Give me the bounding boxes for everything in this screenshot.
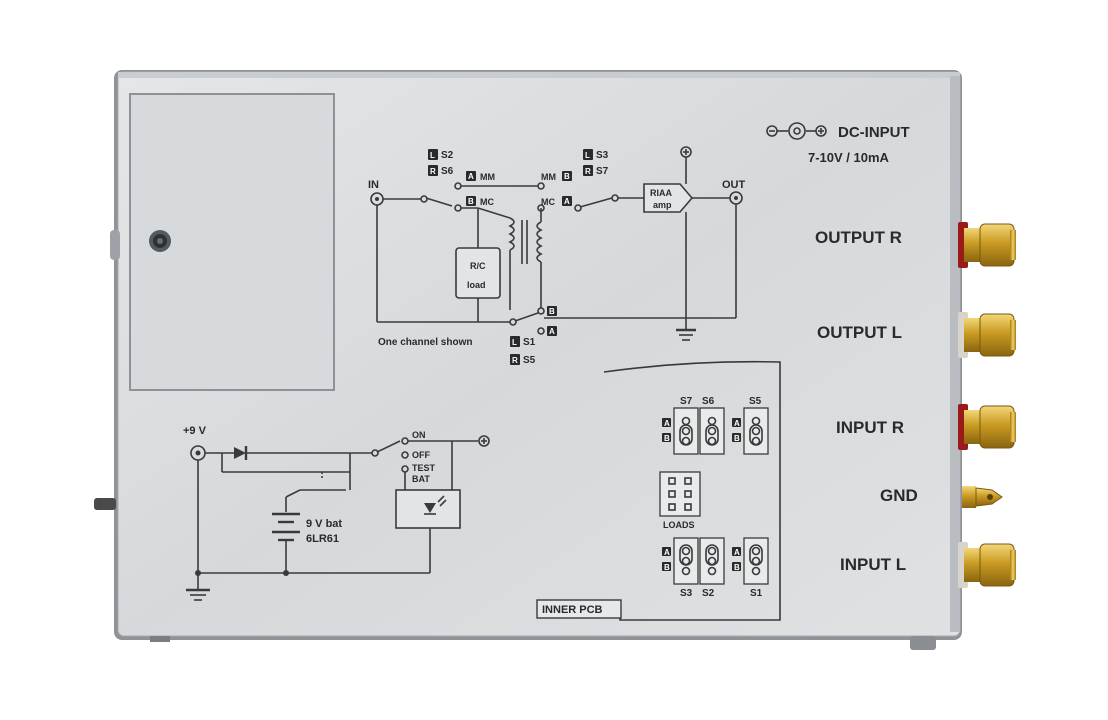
battery-label-2: 6LR61 (306, 533, 339, 545)
on-label: ON (412, 430, 426, 440)
loads-socket[interactable] (659, 471, 701, 517)
rc-load-label-2: load (467, 280, 486, 290)
pcb-s6-label: S6 (702, 396, 715, 407)
battery-label-1: 9 V bat (306, 518, 342, 530)
badge-a-mm-left: A (468, 172, 474, 181)
pcb-s1-label: S1 (750, 588, 763, 599)
badge-r-s7: R (585, 167, 591, 176)
test-label-2: BAT (412, 474, 430, 484)
rc-load-box (455, 247, 501, 299)
pcb-a-top-left: A (664, 419, 670, 428)
badge-b-mc-left: B (468, 197, 474, 206)
dc-input-spec: 7-10V / 10mA (808, 150, 890, 165)
badge-l-s2: L (430, 151, 435, 160)
pcb-a-bottom-left: A (664, 548, 670, 557)
badge-a-bottom: A (549, 327, 555, 336)
output-r-label: OUTPUT R (815, 228, 902, 247)
jumper-block-s1[interactable] (743, 537, 769, 585)
jumper-block-s5[interactable] (743, 407, 769, 455)
badge-l-s3: L (585, 151, 590, 160)
dc-input-polarity-symbol (766, 122, 827, 140)
channel-note: One channel shown (378, 337, 472, 348)
output-r-jack[interactable] (958, 222, 1016, 268)
badge-r-s5: R (512, 356, 518, 365)
loads-label: LOADS (663, 520, 695, 530)
dc-input-label: DC-INPUT (838, 124, 910, 141)
input-r-jack[interactable] (958, 404, 1016, 450)
input-r-label: INPUT R (836, 418, 904, 437)
in-label: IN (368, 179, 379, 191)
inner-pcb-outline (536, 360, 781, 621)
pcb-s7-label: S7 (680, 396, 693, 407)
jumper-block-s3-s2[interactable] (673, 537, 725, 585)
riaa-amp-block (643, 183, 694, 213)
mm-left-label: MM (480, 172, 495, 182)
pcb-b-bottom-left: B (664, 563, 670, 572)
jumper-block-s7-s6[interactable] (673, 407, 725, 455)
badge-l-s1: L (512, 338, 517, 347)
badge-r-s6: R (430, 167, 436, 176)
signal-schematic (370, 146, 743, 341)
pcb-s3-label: S3 (680, 588, 693, 599)
side-switch-lever[interactable] (94, 498, 116, 510)
mc-left-label: MC (480, 197, 494, 207)
gnd-label: GND (880, 486, 918, 505)
out-label: OUT (722, 179, 746, 191)
pcb-a-top-right: A (734, 419, 740, 428)
pcb-b-top-left: B (664, 434, 670, 443)
badge-a-mc-right: A (564, 197, 570, 206)
s5-label: S5 (523, 355, 536, 366)
pcb-s5-label: S5 (749, 396, 762, 407)
mm-right-label: MM (541, 172, 556, 182)
badge-b-bottom: B (549, 307, 555, 316)
power-plus-icon (478, 435, 490, 447)
pcb-a-bottom-right: A (734, 548, 740, 557)
ground-symbol-icon (676, 328, 696, 341)
battery-compartment-door[interactable] (129, 93, 335, 391)
diode-icon (234, 447, 246, 459)
pcb-s2-label: S2 (702, 588, 715, 599)
s6-label: S6 (441, 166, 454, 177)
inner-pcb-label: INNER PCB (542, 604, 603, 616)
pcb-b-top-right: B (734, 434, 740, 443)
gnd-terminal[interactable] (962, 486, 1003, 508)
test-label-1: TEST (412, 463, 436, 473)
pcb-b-bottom-right: B (734, 563, 740, 572)
riaa-label-1: RIAA (650, 188, 672, 198)
output-l-label: OUTPUT L (817, 323, 902, 342)
plus9v-label: +9 V (183, 425, 207, 437)
input-l-label: INPUT L (840, 555, 906, 574)
mc-right-label: MC (541, 197, 555, 207)
input-l-jack[interactable] (958, 542, 1016, 588)
output-l-jack[interactable] (958, 312, 1016, 358)
s7-label: S7 (596, 166, 609, 177)
s3-label: S3 (596, 150, 609, 161)
badge-b-mm-right: B (564, 172, 570, 181)
rc-load-label-1: R/C (470, 261, 486, 271)
door-screw-icon (157, 238, 163, 244)
off-label: OFF (412, 450, 430, 460)
power-ground-icon (186, 588, 210, 601)
s2-label: S2 (441, 150, 454, 161)
riaa-label-2: amp (653, 200, 672, 210)
power-schematic (186, 435, 490, 601)
s1-label: S1 (523, 337, 536, 348)
